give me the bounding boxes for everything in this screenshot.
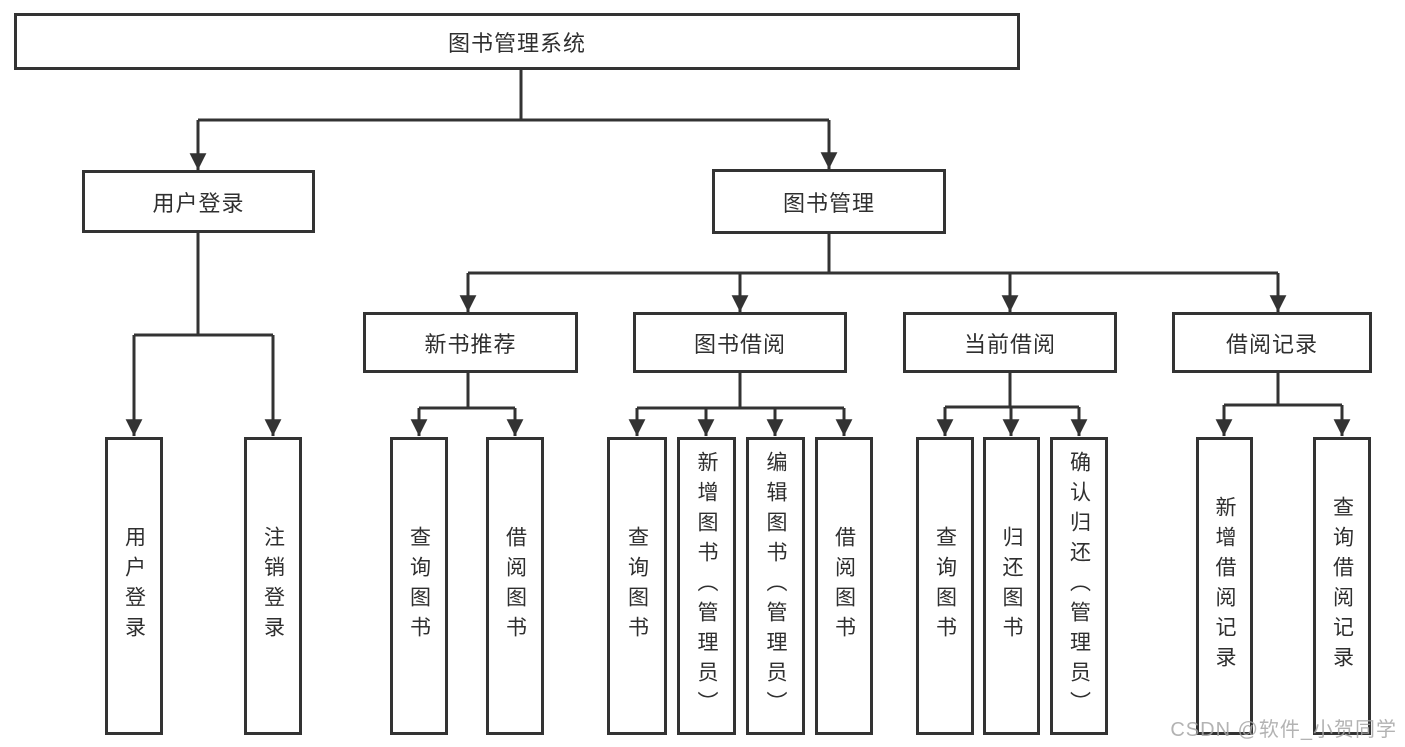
leaf-edit-book-admin-label: 编辑图书（管理员）: [764, 451, 787, 721]
leaf-query-borrow-record: 查询借阅记录: [1313, 437, 1371, 735]
edge-login-children: [134, 233, 273, 337]
leaf-query-book-2: 查询图书: [607, 437, 667, 735]
node-borrow-records-label: 借阅记录: [1225, 331, 1318, 357]
leaf-confirm-return-admin-label: 确认归还（管理员）: [1067, 451, 1091, 721]
edge-current-children: [945, 373, 1079, 409]
leaf-logout: 注销登录: [244, 437, 302, 735]
edge-records-children: [1224, 373, 1342, 407]
edge-manage-to-level3: [468, 234, 1278, 275]
node-new-book-recommend: 新书推荐: [363, 312, 578, 373]
leaf-borrow-book-1: 借阅图书: [486, 437, 544, 735]
leaf-query-borrow-record-label: 查询借阅记录: [1330, 496, 1354, 676]
node-book-borrow: 图书借阅: [633, 312, 847, 373]
leaf-edit-book-admin: 编辑图书（管理员）: [746, 437, 805, 735]
node-user-login-label: 用户登录: [152, 190, 245, 216]
leaf-borrow-book-1-label: 借阅图书: [503, 526, 527, 646]
csdn-watermark: CSDN @软件_小贺同学: [1170, 719, 1397, 741]
leaf-add-borrow-record-label: 新增借阅记录: [1213, 496, 1236, 676]
leaf-return-book: 归还图书: [983, 437, 1040, 735]
node-current-borrow: 当前借阅: [903, 312, 1117, 373]
node-current-borrow-label: 当前借阅: [963, 331, 1056, 357]
leaf-return-book-label: 归还图书: [1000, 526, 1023, 646]
leaf-add-book-admin-label: 新增图书（管理员）: [695, 451, 718, 721]
edge-borrow-children: [637, 373, 844, 410]
leaf-user-login-label: 用户登录: [122, 526, 146, 646]
node-root: 图书管理系统: [14, 13, 1020, 70]
node-new-book-recommend-label: 新书推荐: [424, 331, 517, 357]
node-book-manage-label: 图书管理: [782, 190, 875, 216]
leaf-confirm-return-admin: 确认归还（管理员）: [1050, 437, 1108, 735]
leaf-user-login: 用户登录: [105, 437, 163, 735]
leaf-query-book-1-label: 查询图书: [407, 526, 431, 646]
node-root-label: 图书管理系统: [447, 30, 586, 56]
leaf-borrow-book-2: 借阅图书: [815, 437, 873, 735]
leaf-query-book-2-label: 查询图书: [625, 526, 649, 646]
edge-root-to-level2: [198, 70, 829, 122]
node-borrow-records: 借阅记录: [1172, 312, 1372, 373]
leaf-add-book-admin: 新增图书（管理员）: [677, 437, 736, 735]
edge-newbook-children: [419, 373, 515, 410]
node-user-login: 用户登录: [82, 170, 315, 233]
leaf-query-book-3-label: 查询图书: [933, 526, 957, 646]
node-book-borrow-label: 图书借阅: [693, 331, 786, 357]
leaf-add-borrow-record: 新增借阅记录: [1196, 437, 1253, 735]
leaf-logout-label: 注销登录: [261, 526, 285, 646]
node-book-manage: 图书管理: [712, 169, 946, 234]
leaf-borrow-book-2-label: 借阅图书: [832, 526, 856, 646]
leaf-query-book-1: 查询图书: [390, 437, 448, 735]
leaf-query-book-3: 查询图书: [916, 437, 974, 735]
